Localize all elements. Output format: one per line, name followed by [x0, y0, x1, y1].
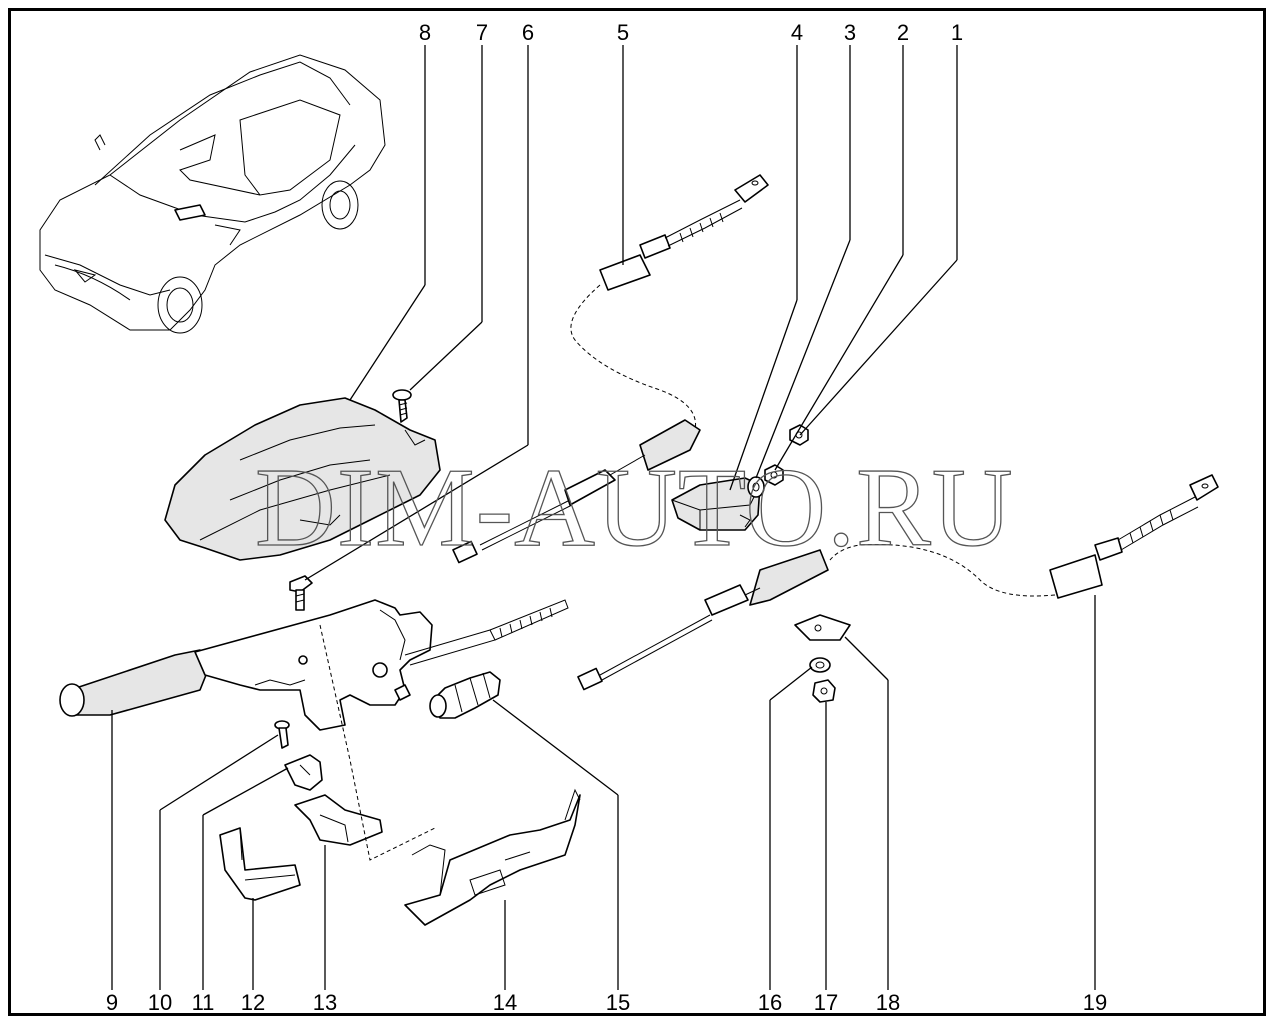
- callout-1: 1: [951, 20, 963, 45]
- callout-19: 19: [1083, 990, 1107, 1015]
- mounting-plate-14: [404, 788, 581, 926]
- callout-11: 11: [192, 990, 215, 1015]
- callout-numbers: 1 2 3 4 5 6 7 8 9 10 11 12 13 14 15 16 1…: [106, 20, 1107, 1015]
- bracket-13: [294, 794, 383, 846]
- washer-nuts: [747, 424, 809, 498]
- bracket-12: [219, 827, 301, 901]
- callout-4: 4: [791, 20, 803, 45]
- clip-bracket: [794, 614, 851, 703]
- watermark-text: DIM-AUTO.RU: [255, 446, 1014, 570]
- callout-2: 2: [897, 20, 909, 45]
- switch-11: [284, 754, 323, 791]
- handbrake-lever: [59, 599, 569, 731]
- callout-12: 12: [241, 990, 265, 1015]
- callout-15: 15: [606, 990, 630, 1015]
- dust-boot-15: [429, 671, 501, 719]
- callout-18: 18: [876, 990, 900, 1015]
- callout-5: 5: [617, 20, 629, 45]
- assembly-guide-line: [319, 624, 436, 861]
- bolt-6: [289, 575, 313, 611]
- callout-10: 10: [148, 990, 172, 1015]
- diagram-frame: [8, 8, 1266, 1016]
- callout-14: 14: [493, 990, 517, 1015]
- callout-17: 17: [814, 990, 838, 1015]
- equalizer-4: [671, 477, 761, 531]
- screw-7: [392, 389, 412, 423]
- screw-10: [274, 720, 290, 749]
- rear-cable-lower: [577, 474, 1219, 691]
- callout-6: 6: [522, 20, 534, 45]
- rear-cable-upper: [452, 174, 769, 564]
- console-cover: [164, 397, 441, 561]
- car-illustration: [39, 54, 386, 334]
- callout-3: 3: [844, 20, 856, 45]
- callout-8: 8: [419, 20, 431, 45]
- callout-7: 7: [476, 20, 488, 45]
- callout-13: 13: [313, 990, 337, 1015]
- callout-16: 16: [758, 990, 782, 1015]
- callout-9: 9: [106, 990, 118, 1015]
- leader-lines: [111, 45, 1096, 990]
